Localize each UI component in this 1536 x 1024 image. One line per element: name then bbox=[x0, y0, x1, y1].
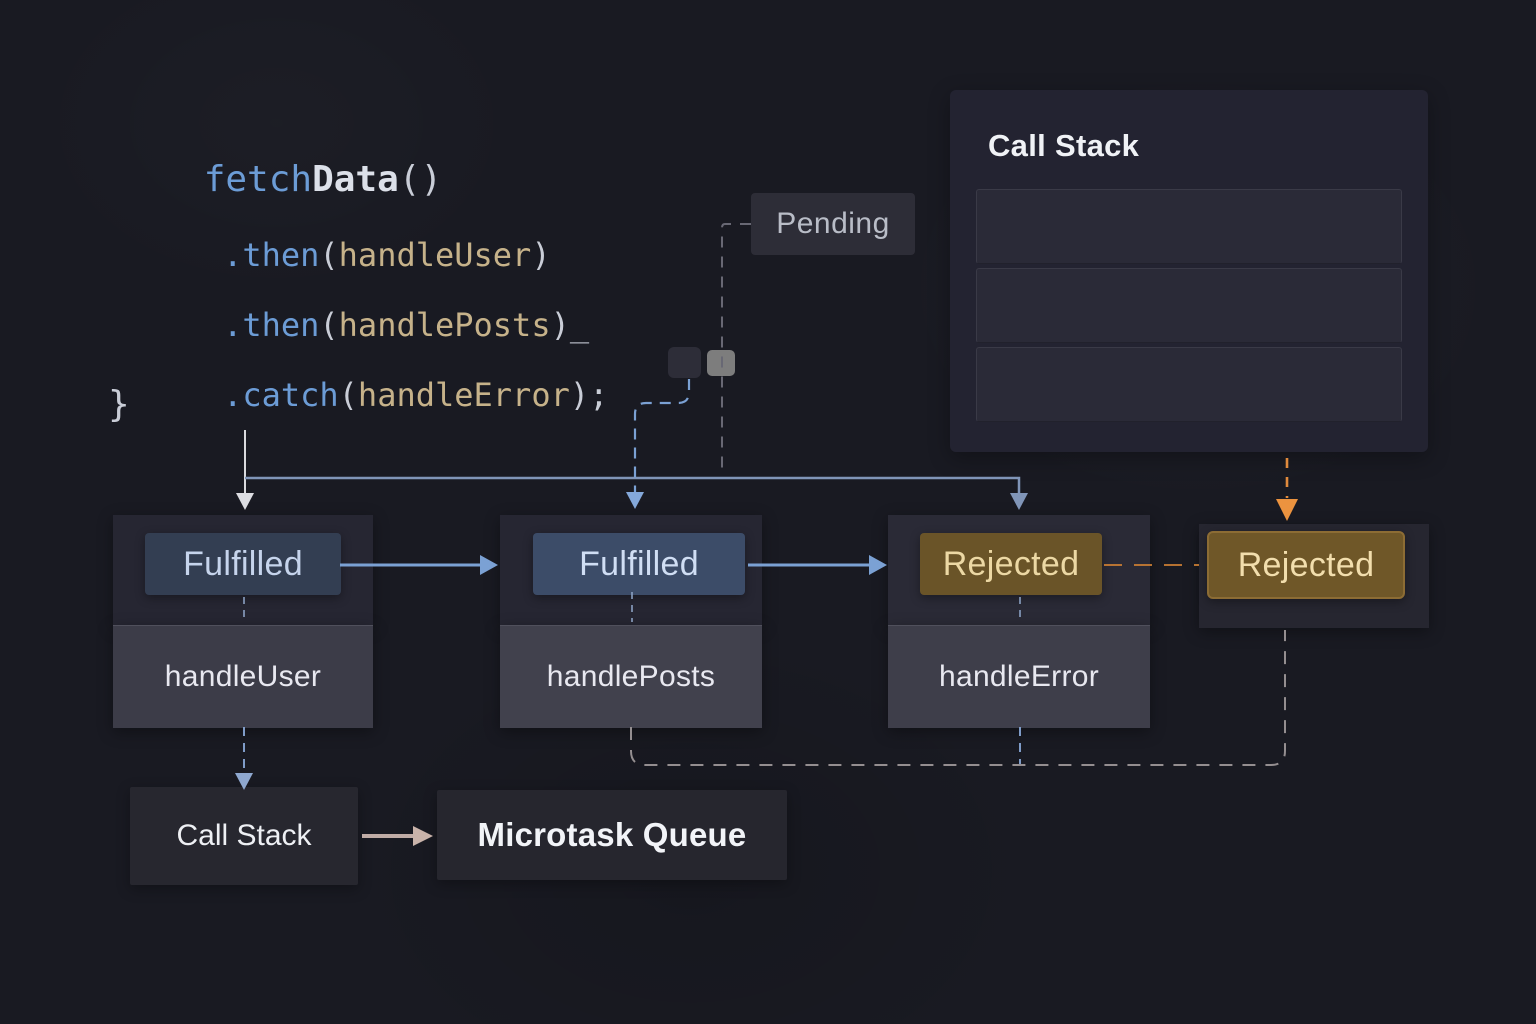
arrowhead-right-blue2-icon bbox=[869, 555, 887, 575]
call-stack-panel: Call Stack bbox=[950, 90, 1428, 452]
arrowhead-down-blue-icon bbox=[1010, 493, 1028, 510]
pending-badge: Pending bbox=[751, 193, 915, 255]
code-closing-brace: } bbox=[108, 384, 130, 425]
state-badge-rejected-1: Rejected bbox=[920, 533, 1102, 595]
handler-box-handleerror: handleError bbox=[888, 625, 1150, 728]
square-marker-gray bbox=[707, 350, 735, 376]
call-stack-slot bbox=[976, 347, 1402, 422]
text-cursor: _ bbox=[569, 306, 590, 344]
arrowhead-right-warm-icon bbox=[413, 826, 433, 846]
handler-box-handleposts: handlePosts bbox=[500, 625, 762, 728]
code-line-then-user: .then(handleUser) bbox=[223, 236, 551, 274]
line-chain-horizontal bbox=[245, 476, 1021, 496]
final-rejected-box: Rejected bbox=[1199, 524, 1429, 628]
promise-state-box-2: Fulfilled bbox=[500, 515, 762, 625]
microtask-queue-box: Microtask Queue bbox=[437, 790, 787, 880]
promise-state-box-3: Rejected bbox=[888, 515, 1150, 625]
code-line-fetchdata: fetchData() bbox=[203, 159, 443, 200]
bottom-call-stack-box: Call Stack bbox=[130, 787, 358, 885]
call-stack-slots bbox=[976, 189, 1402, 426]
state-badge-fulfilled-1: Fulfilled bbox=[145, 533, 341, 595]
call-stack-panel-title: Call Stack bbox=[988, 128, 1140, 163]
code-block: fetchData() bbox=[117, 118, 442, 241]
code-line-then-posts: .then(handlePosts)_ bbox=[223, 306, 590, 344]
code-line-catch: .catch(handleError); bbox=[223, 376, 609, 414]
arrowhead-right-blue1-icon bbox=[480, 555, 498, 575]
arrowhead-down-light-icon bbox=[236, 493, 254, 510]
arrowhead-down-blue2-icon bbox=[626, 492, 644, 509]
call-stack-slot bbox=[976, 268, 1402, 343]
arrowhead-down-orange-icon bbox=[1276, 499, 1298, 521]
dash-square-to-box2 bbox=[633, 379, 691, 492]
square-marker-dark bbox=[668, 347, 701, 378]
state-badge-rejected-final: Rejected bbox=[1207, 531, 1405, 599]
handler-box-handleuser: handleUser bbox=[113, 625, 373, 728]
call-stack-slot bbox=[976, 189, 1402, 264]
state-badge-fulfilled-2: Fulfilled bbox=[533, 533, 745, 595]
promise-state-box-1: Fulfilled bbox=[113, 515, 373, 625]
